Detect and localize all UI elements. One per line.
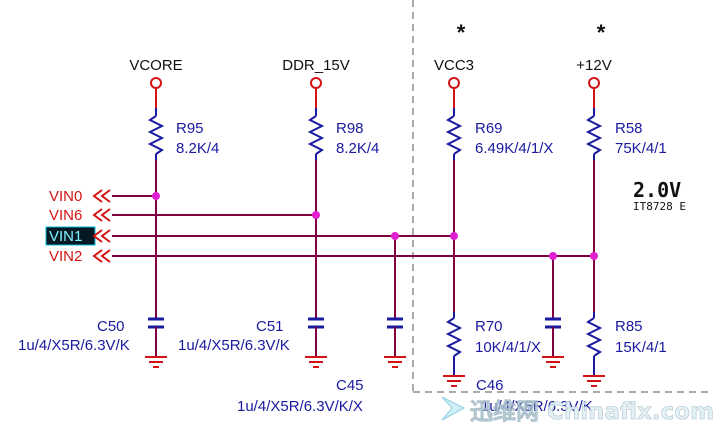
resistor-ref: R85 (615, 318, 643, 335)
rail-12v: * +12V (576, 20, 612, 108)
rail-label: VCORE (129, 57, 182, 74)
watermark-logo-icon (441, 396, 466, 421)
ground-icon (583, 375, 605, 387)
ground-icon (443, 375, 465, 387)
port-label: VIN2 (49, 248, 82, 265)
resistor-value: 10K/4/1/X (475, 339, 541, 356)
ic-part: IT8728 E (633, 200, 686, 213)
rail-star: * (457, 20, 466, 45)
junction-dot (152, 192, 160, 200)
resistor-value: 8.2K/4 (336, 140, 379, 157)
rail-vcore: VCORE (129, 57, 183, 108)
resistor-value: 6.49K/4/1/X (475, 140, 553, 157)
rail-terminal (448, 77, 460, 89)
resistor-value: 75K/4/1 (615, 140, 667, 157)
junction-dot (590, 252, 598, 260)
ic-voltage: 2.0V (633, 178, 681, 202)
resistor-ref: R69 (475, 120, 503, 137)
port-vin1: VIN1 (45, 226, 111, 246)
rail-label: VCC3 (434, 57, 474, 74)
capacitor-ref: C51 (256, 318, 284, 335)
ground-icon (305, 356, 327, 368)
rail-star: * (597, 20, 606, 45)
ground-icon (145, 356, 167, 368)
port-label: VIN6 (49, 207, 82, 224)
capacitor-value: 1u/4/X5R/6.3V/K (18, 337, 130, 354)
resistor-ref: R98 (336, 120, 364, 137)
capacitor-ref: C50 (97, 318, 125, 335)
port-label: VIN0 (49, 188, 82, 205)
resistor-r95: R95 8.2K/4 (147, 108, 219, 160)
resistor-r70: R70 10K/4/1/X (445, 312, 541, 376)
capacitor-c46: C46 1u/4/X5R/6.3V/K (476, 317, 593, 415)
rail-terminal (150, 77, 162, 89)
rail-vcc3: * VCC3 (434, 20, 474, 108)
resistor-r69: R69 6.49K/4/1/X (445, 108, 553, 160)
junction-dot (549, 252, 557, 260)
resistor-ref: R95 (176, 120, 204, 137)
junction-dot (391, 232, 399, 240)
rail-label: +12V (576, 57, 611, 74)
resistor-value: 8.2K/4 (176, 140, 219, 157)
resistor-r98: R98 8.2K/4 (307, 108, 379, 160)
rail-label: DDR_15V (282, 57, 350, 74)
capacitor-c50: C50 1u/4/X5R/6.3V/K (18, 317, 164, 357)
rail-terminal (310, 77, 322, 89)
resistor-r85: R85 15K/4/1 (585, 312, 667, 376)
capacitor-value: 1u/4/X5R/6.3V/K/X (237, 398, 363, 415)
port-vin2: VIN2 (49, 248, 111, 265)
capacitor-ref: C45 (336, 377, 364, 394)
watermark-text: 迅维网 Chinafix.com (470, 398, 713, 425)
capacitor-c51: C51 1u/4/X5R/6.3V/K (178, 317, 324, 357)
capacitor-c45: C45 1u/4/X5R/6.3V/K/X (237, 317, 403, 415)
capacitor-ref: C46 (476, 377, 504, 394)
port-vin0: VIN0 (49, 188, 111, 205)
resistor-ref: R58 (615, 120, 643, 137)
rail-ddr: DDR_15V (282, 57, 350, 108)
ground-icon (384, 356, 406, 368)
junction-dot (312, 211, 320, 219)
resistor-ref: R70 (475, 318, 503, 335)
capacitor-value: 1u/4/X5R/6.3V/K (481, 398, 593, 415)
junction-dot (450, 232, 458, 240)
ground-icon (542, 356, 564, 368)
rail-terminal (588, 77, 600, 89)
port-vin6: VIN6 (49, 207, 111, 224)
resistor-r58: R58 75K/4/1 (585, 108, 667, 160)
resistor-value: 15K/4/1 (615, 339, 667, 356)
capacitor-value: 1u/4/X5R/6.3V/K (178, 337, 290, 354)
watermark: 迅维网 Chinafix.com (441, 396, 713, 425)
port-label: VIN1 (49, 228, 82, 245)
